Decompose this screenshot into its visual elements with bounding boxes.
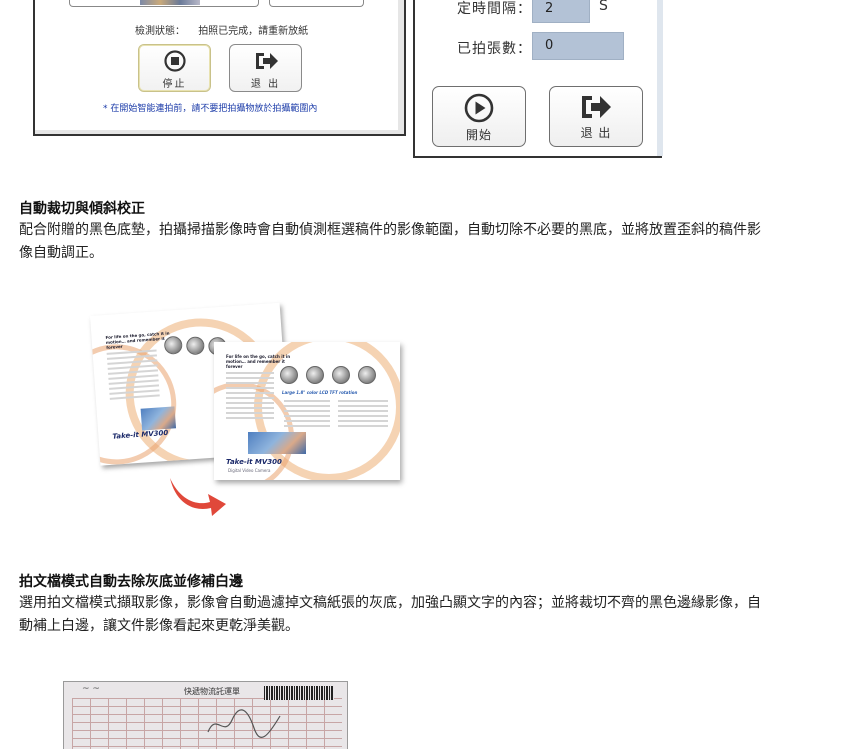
- count-label: 已拍張數：: [457, 41, 532, 57]
- stop-button[interactable]: 停止: [138, 44, 211, 92]
- capture-dialog: 檢測狀態： 拍照已完成，請重新放紙 停止 退 出 * 在開始智能連拍前，請不要把…: [33, 0, 406, 136]
- exit-button-2-label: 退 出: [580, 126, 612, 140]
- start-button-label: 開始: [465, 128, 492, 142]
- count-field[interactable]: 0: [532, 32, 624, 60]
- text-lines: [284, 400, 330, 430]
- brochure-sublogo: Digital Video Camera: [228, 468, 271, 473]
- exit-arrow-icon: [582, 96, 611, 118]
- interval-label: 定時間隔：: [457, 1, 532, 17]
- section-crop-title: 自動裁切與傾斜校正: [19, 201, 145, 217]
- text-lines: [338, 400, 388, 430]
- play-icon: [464, 93, 494, 123]
- interval-value: 2: [545, 1, 554, 16]
- timer-dialog: 定時間隔： 2 S 已拍張數： 0 開始 退 出: [413, 0, 663, 158]
- status-row: 檢測狀態： 拍照已完成，請重新放紙: [135, 22, 318, 37]
- camera-image: [280, 366, 298, 384]
- text-lines: [106, 349, 160, 402]
- photo-image: [140, 406, 177, 431]
- exit-button-2[interactable]: 退 出: [549, 86, 643, 147]
- section-crop-body: 配合附贈的黑色底墊，拍攝掃描影像時會自動偵測框選稿件的影像範圍，自動切除不必要的…: [19, 222, 761, 261]
- interval-field[interactable]: 2: [532, 0, 590, 23]
- status-value: 拍照已完成，請重新放紙: [198, 26, 309, 37]
- photo-image: [248, 432, 306, 454]
- decor-ring: [214, 382, 294, 480]
- preview-panel-right: [269, 0, 364, 7]
- dialog-shadow: [35, 0, 404, 134]
- start-button[interactable]: 開始: [432, 86, 526, 147]
- camera-image: [306, 366, 324, 384]
- preview-thumbnail: [140, 0, 200, 5]
- section-doc-title: 拍文檔模式自動去除灰底並修補白邊: [19, 574, 243, 590]
- red-arrow-icon: [170, 478, 226, 516]
- interval-unit: S: [599, 0, 608, 14]
- form-title: 快遞物流託運單: [184, 687, 240, 696]
- barcode-image: [264, 686, 334, 700]
- exit-arrow-icon: [255, 53, 278, 69]
- count-value: 0: [545, 38, 554, 53]
- stop-button-label: 停止: [162, 79, 187, 90]
- brochure-corrected: For life on the go, catch it in motion… …: [214, 342, 400, 480]
- stop-icon: [163, 50, 186, 72]
- brochure-caption: Large 1.8" color LCD TFT rotation: [282, 390, 358, 395]
- usage-note: * 在開始智能連拍前，請不要把拍攝物放於拍攝範圍內: [103, 104, 318, 114]
- camera-image: [358, 366, 376, 384]
- dialog-edge: [657, 0, 663, 156]
- handwriting-mark: ~ ~: [82, 684, 100, 694]
- preview-panel: [69, 0, 259, 7]
- section-doc-body: 選用拍文檔模式擷取影像，影像會自動過濾掉文稿紙張的灰底，加強凸顯文字的內容；並將…: [19, 595, 761, 634]
- status-label: 檢測狀態：: [135, 26, 185, 37]
- signature-image: [207, 709, 281, 738]
- exit-button-label: 退 出: [250, 79, 281, 90]
- brochure-logo: Take-it MV300: [226, 458, 282, 466]
- text-lines: [226, 372, 274, 422]
- camera-image: [332, 366, 350, 384]
- form-grid: [72, 698, 342, 749]
- exit-button[interactable]: 退 出: [229, 44, 302, 92]
- crop-illustration: For life on the go, catch it in motion… …: [90, 302, 400, 521]
- scanned-form-image: ~ ~ 快遞物流託運單: [63, 681, 348, 749]
- brochure-headline: For life on the go, catch it in motion… …: [226, 354, 291, 369]
